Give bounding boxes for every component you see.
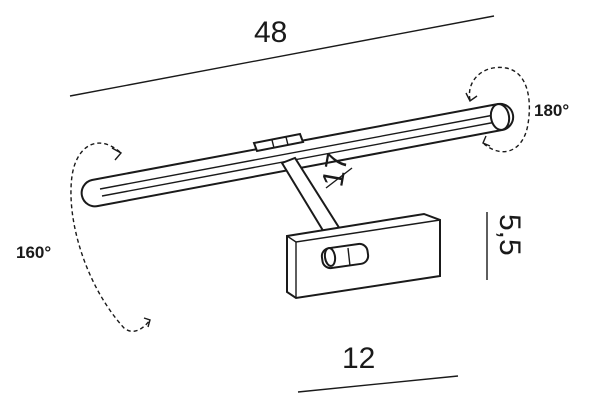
- arm-dimension-line: [325, 167, 353, 189]
- arm-label: 17: [316, 151, 354, 190]
- left-rotation-arrow: [70, 142, 151, 332]
- length-label: 48: [254, 16, 287, 49]
- height-label: 5,5: [493, 214, 526, 256]
- length-dimension-line: [69, 15, 495, 97]
- width-dimension-line: [297, 375, 459, 393]
- bar-clip: [252, 132, 305, 153]
- right-rotation-arrow: [465, 66, 531, 153]
- left-angle-label: 160°: [16, 243, 51, 262]
- hinge-knob: [320, 242, 370, 270]
- width-label: 12: [342, 342, 375, 375]
- right-angle-label: 180°: [534, 101, 569, 120]
- lamp-bar: [80, 102, 515, 208]
